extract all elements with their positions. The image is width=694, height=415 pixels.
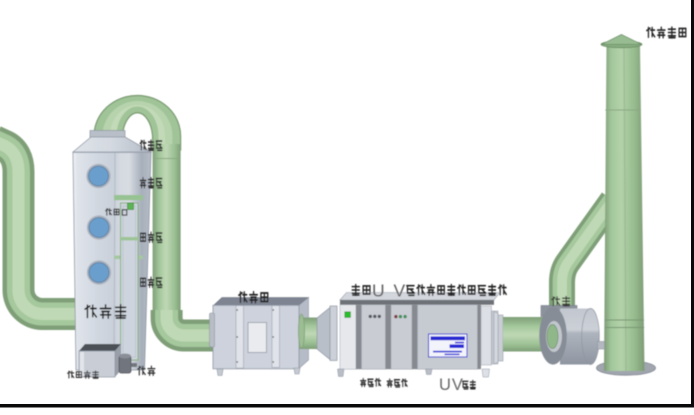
svg-text:UV: UV <box>439 376 464 394</box>
svg-text:U V: U V <box>372 281 407 301</box>
